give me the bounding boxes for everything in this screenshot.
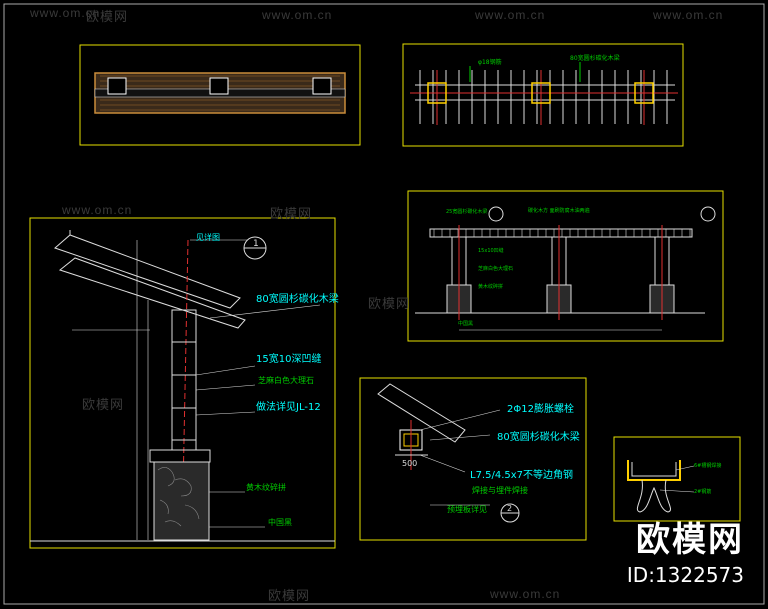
detail-circle-num: 2 xyxy=(507,504,512,513)
watermark-brand: 欧模网 xyxy=(268,588,311,603)
detail-beam: 80宽圆杉碳化木梁 xyxy=(497,430,580,443)
watermark-brand: 欧模网 xyxy=(86,9,129,24)
detail-weld: 焊接与埋件焊接 xyxy=(472,485,528,495)
detail-angle: L7.5/4.5x7不等边角钢 xyxy=(470,468,573,481)
elev-beam-dim: 15x10凹缝 xyxy=(478,247,504,254)
detail-bolt: 2Φ12膨胀螺栓 xyxy=(507,402,574,415)
section-groove-label: 15宽10深凹缝 xyxy=(256,352,321,365)
watermark-brand: 欧模网 xyxy=(82,397,125,412)
watermark-url: www.om.cn xyxy=(262,8,333,22)
elev-ground: 中国黑 xyxy=(458,320,473,327)
section-detail-label: 做法详见JL-12 xyxy=(256,400,321,413)
elevation-panel: 25宽圆杉碳化木梁 碳化木方 面刷防腐木油两遍 15x10凹缝 芝麻白色大理石 … xyxy=(407,190,724,342)
watermark-url: www.om.cn xyxy=(30,6,101,20)
top-right-label-2: 80宽圆杉碳化木梁 xyxy=(570,54,620,62)
top-right-label-1: φ18钢筋 xyxy=(478,58,502,66)
section-ground-label: 中国黑 xyxy=(268,517,292,527)
elev-stone: 芝麻白色大理石 xyxy=(478,265,513,272)
watermark-url: www.om.cn xyxy=(653,8,724,22)
watermark-brand: 欧模网 xyxy=(368,296,411,311)
brand-id: ID:1322573 xyxy=(626,563,744,587)
section-stone-label: 芝麻白色大理石 xyxy=(258,375,314,385)
elev-base: 黄木纹碎拼 xyxy=(478,283,503,290)
rafter-plan-panel: φ18钢筋 80宽圆杉碳化木梁 xyxy=(402,43,684,147)
section-beam-label: 80宽圆杉碳化木梁 xyxy=(256,292,339,305)
watermark-url: www.om.cn xyxy=(475,8,546,22)
watermark-brand: 欧模网 xyxy=(270,206,313,221)
section-ref-tag: 见详图 xyxy=(196,232,220,242)
plan-panel xyxy=(79,44,361,146)
section-circle-num: 1 xyxy=(253,239,259,249)
watermark-url: www.om.cn xyxy=(490,587,561,601)
watermark-url: www.om.cn xyxy=(62,203,133,217)
elev-top-left: 25宽圆杉碳化木梁 xyxy=(446,208,487,215)
small-detail-label-1: 6#槽钢焊接 xyxy=(694,462,721,469)
section-panel: 1 见详图 80宽圆杉碳化木梁 15宽10深凹缝 芝麻白色大理石 做法详见JL-… xyxy=(29,217,339,549)
small-detail-panel: 6#槽钢焊接 2#钢筋 xyxy=(613,436,741,522)
brand-logo-text: 欧模网 xyxy=(636,520,744,560)
small-detail-label-2: 2#钢筋 xyxy=(694,488,711,495)
detail-panel: 2Φ12膨胀螺栓 80宽圆杉碳化木梁 L7.5/4.5x7不等边角钢 焊接与埋件… xyxy=(359,377,587,541)
elev-top-mid: 碳化木方 面刷防腐木油两遍 xyxy=(528,207,590,214)
detail-dim: 500 xyxy=(402,459,417,468)
section-base-label: 黄木纹碎拼 xyxy=(246,482,286,492)
detail-ref: 预埋板详见 xyxy=(447,504,487,514)
